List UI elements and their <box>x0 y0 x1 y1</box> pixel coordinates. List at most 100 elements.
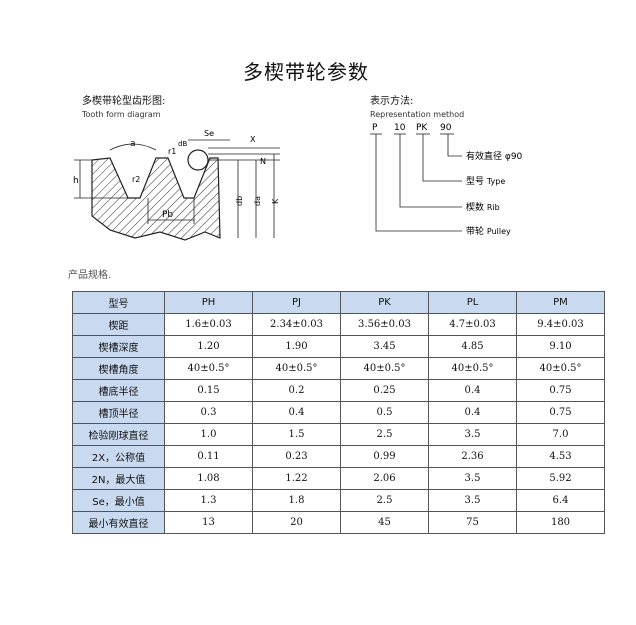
table-cell: 75 <box>428 511 517 534</box>
table-cell: 1.20 <box>164 335 253 358</box>
table-cell: 2.36 <box>428 445 517 468</box>
table-cell: 0.2 <box>252 379 341 402</box>
table-cell: 1.6±0.03 <box>164 313 253 336</box>
table-cell: 9.4±0.03 <box>516 313 605 336</box>
pulley-section <box>91 157 221 241</box>
representation-diagram: P 10 PK 90 有效直径 φ90 型号 Type 楔数 Rib 带轮 Pu… <box>370 123 523 237</box>
label-da: da <box>253 196 262 206</box>
table-cell: 0.3 <box>164 401 253 424</box>
label-db-small: dB <box>178 140 187 148</box>
callout-type-cn: 型号 <box>466 176 484 187</box>
table-row-header: 槽顶半径 <box>72 401 165 424</box>
table-cell: 20 <box>252 511 341 534</box>
test-ball <box>187 149 209 171</box>
table-cell: 0.4 <box>428 401 517 424</box>
table-row-header: Se，最小值 <box>72 489 165 512</box>
table-row-header: 楔距 <box>72 313 165 336</box>
table-header-cell: 型号 <box>72 291 165 314</box>
table-cell: 0.25 <box>340 379 429 402</box>
table-cell: 40±0.5° <box>340 357 429 380</box>
callout-type-en: Type <box>486 177 505 186</box>
table-cell: 9.10 <box>516 335 605 358</box>
callout-diameter: 有效直径 φ90 <box>466 150 523 162</box>
table-row-header: 2N，最大值 <box>72 467 165 490</box>
table-header-cell: PH <box>164 291 253 314</box>
table-cell: 3.5 <box>428 423 517 446</box>
tooth-diagram-heading: 多楔带轮型齿形图: Tooth form diagram <box>82 95 165 121</box>
table-cell: 3.5 <box>428 467 517 490</box>
table-row-header: 检验刚球直径 <box>72 423 165 446</box>
table-cell: 0.11 <box>164 445 253 468</box>
table-cell: 2.34±0.03 <box>252 313 341 336</box>
label-x: X <box>250 135 256 144</box>
table-header-cell: PK <box>340 291 429 314</box>
table-cell: 7.0 <box>516 423 605 446</box>
tooth-diagram-heading-cn: 多楔带轮型齿形图: <box>82 96 166 107</box>
table-cell: 3.45 <box>340 335 429 358</box>
table-cell: 0.75 <box>516 379 605 402</box>
representation-heading-en: Representation method <box>370 110 465 119</box>
table-cell: 0.4 <box>252 401 341 424</box>
table-cell: 0.4 <box>428 379 517 402</box>
table-cell: 1.8 <box>252 489 341 512</box>
spec-label: 产品规格. <box>68 270 112 281</box>
table-row-header: 楔槽角度 <box>72 357 165 380</box>
callout-pulley-cn: 带轮 <box>466 225 484 237</box>
callout-diameter-en: φ90 <box>505 152 523 162</box>
code-p: P <box>372 123 378 133</box>
callout-rib: 楔数 Rib <box>466 201 500 213</box>
table-cell: 1.22 <box>252 467 341 490</box>
table-cell: 2.5 <box>340 423 429 446</box>
table-header-cell: PJ <box>252 291 341 314</box>
callout-pulley-en: Pulley <box>487 227 511 236</box>
code-90: 90 <box>440 123 452 133</box>
table-cell: 4.7±0.03 <box>428 313 517 336</box>
table-cell: 0.5 <box>340 401 429 424</box>
table-row-header: 2X，公称值 <box>72 445 165 468</box>
label-se: Se <box>204 129 214 138</box>
table-cell: 40±0.5° <box>428 357 517 380</box>
callout-rib-en: Rib <box>487 203 500 212</box>
table-cell: 40±0.5° <box>252 357 341 380</box>
table-cell: 4.53 <box>516 445 605 468</box>
table-cell: 2.5 <box>340 489 429 512</box>
table-cell: 3.5 <box>428 489 517 512</box>
tooth-diagram-heading-en: Tooth form diagram <box>82 110 161 119</box>
table-cell: 13 <box>164 511 253 534</box>
representation-heading-cn: 表示方法: <box>370 96 414 107</box>
table-cell: 3.56±0.03 <box>340 313 429 336</box>
table-row-header: 槽底半径 <box>72 379 165 402</box>
table-cell: 40±0.5° <box>164 357 253 380</box>
table-cell: 40±0.5° <box>516 357 605 380</box>
table-cell: 5.92 <box>516 467 605 490</box>
callout-diameter-cn: 有效直径 <box>466 150 502 162</box>
table-cell: 0.99 <box>340 445 429 468</box>
table-cell: 1.90 <box>252 335 341 358</box>
callout-pulley: 带轮 Pulley <box>466 225 511 237</box>
table-cell: 4.85 <box>428 335 517 358</box>
callout-rib-cn: 楔数 <box>466 201 484 213</box>
table-cell: 0.23 <box>252 445 341 468</box>
code-pk: PK <box>416 123 428 133</box>
table-cell: 6.4 <box>516 489 605 512</box>
label-r1: r1 <box>168 147 176 156</box>
table-cell: 2.06 <box>340 467 429 490</box>
representation-heading: 表示方法: Representation method <box>370 95 464 121</box>
tooth-form-diagram: h a r1 r2 Pb Se dB X N db da K <box>73 129 280 241</box>
label-n: N <box>260 157 266 166</box>
table-cell: 0.75 <box>516 401 605 424</box>
page-title: 多楔带轮参数 <box>243 60 369 84</box>
label-k: K <box>271 198 280 204</box>
table-cell: 0.15 <box>164 379 253 402</box>
